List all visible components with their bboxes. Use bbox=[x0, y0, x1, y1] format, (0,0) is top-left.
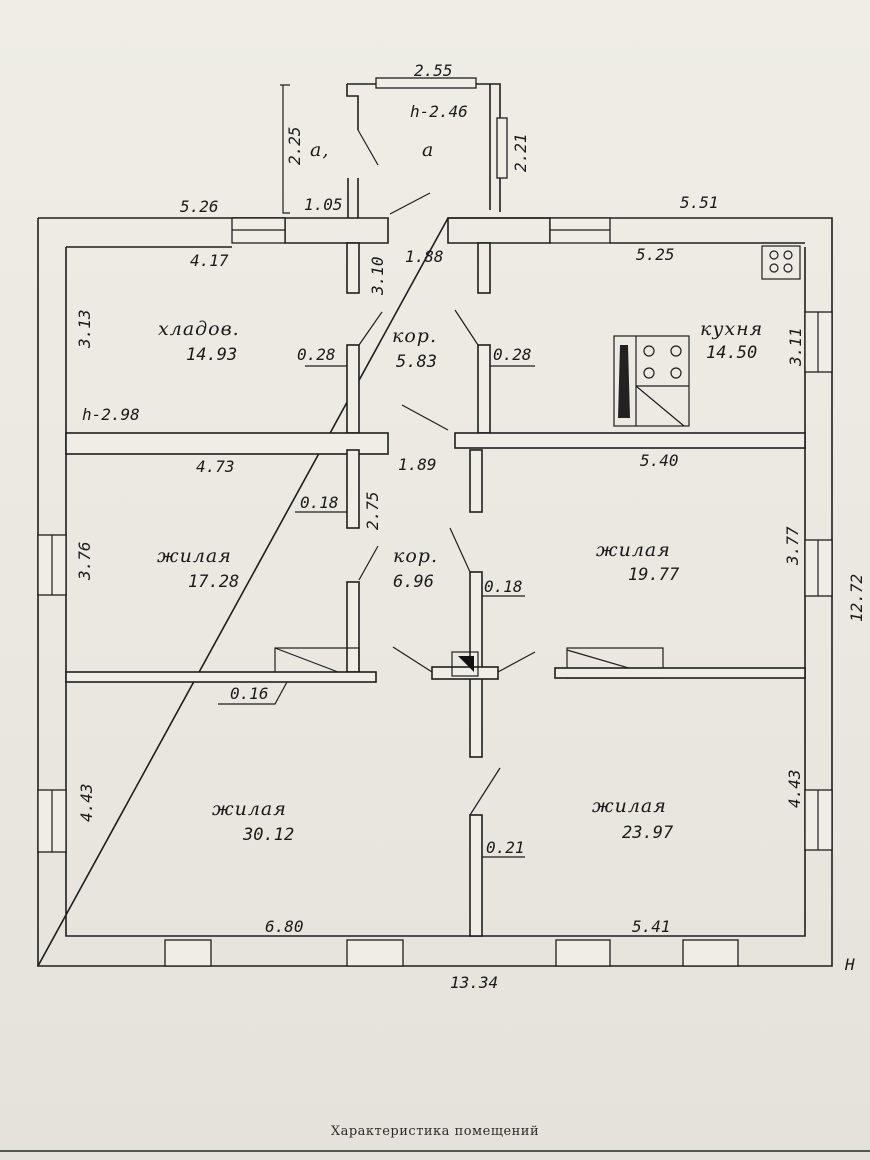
kitchen-fixtures bbox=[613, 245, 801, 427]
porch bbox=[280, 77, 508, 218]
room-area-kitchen: 14.50 bbox=[706, 343, 757, 363]
room-area-corridor-1: 5.83 bbox=[396, 352, 437, 372]
stove-icon bbox=[613, 335, 690, 427]
window-bottom-4 bbox=[682, 939, 739, 967]
dim-porch-height: h-2.46 bbox=[410, 102, 468, 121]
middle-partitions bbox=[65, 449, 806, 937]
room-name-corridor-2: кор. bbox=[393, 545, 438, 567]
upper-partitions bbox=[65, 242, 806, 455]
dim-room-d-443-right: 4.43 bbox=[785, 769, 804, 808]
room-name-living-1: жилая bbox=[157, 545, 232, 567]
room-name-porch: a bbox=[422, 139, 434, 161]
leaders bbox=[218, 365, 535, 858]
exterior-wall-inner bbox=[65, 247, 806, 937]
window-bottom-1 bbox=[164, 939, 212, 967]
dim-wall-021: 0.21 bbox=[486, 838, 525, 857]
dim-wall-016: 0.16 bbox=[230, 684, 269, 703]
room-area-living-2: 19.77 bbox=[628, 565, 680, 585]
dim-top-left: 5.26 bbox=[180, 197, 219, 216]
dim-room-d-377: 3.77 bbox=[783, 526, 802, 566]
bottom-rule bbox=[0, 1150, 870, 1152]
room-name-corridor-1: кор. bbox=[392, 325, 437, 347]
dim-kitchen-depth: 3.11 bbox=[786, 327, 805, 367]
dim-porch-side: 2.21 bbox=[511, 133, 530, 172]
dim-kitchen-width: 5.25 bbox=[636, 245, 675, 264]
room-name-kitchen: кухня bbox=[700, 318, 763, 340]
dim-room-w-540: 5.40 bbox=[640, 451, 679, 470]
dim-storage-width: 4.17 bbox=[190, 251, 229, 270]
dim-wall-028-left: 0.28 bbox=[297, 345, 336, 364]
room-name-living-3: жилая bbox=[212, 798, 287, 820]
dim-corridor-width-2: 1.89 bbox=[398, 455, 437, 474]
room-area-storage: 14.93 bbox=[186, 345, 237, 365]
room-name-living-2: жилая bbox=[596, 539, 671, 561]
room-area-living-4: 23.97 bbox=[622, 823, 674, 843]
dim-corridor-depth: 3.10 bbox=[368, 256, 387, 296]
room-name-storage: хладов. bbox=[158, 318, 240, 340]
wall-storage-bottom bbox=[65, 432, 389, 455]
dim-wall-028-right: 0.28 bbox=[493, 345, 532, 364]
window-bottom-3 bbox=[555, 939, 611, 967]
table-caption: Характеристика помещений bbox=[330, 1124, 540, 1139]
dim-room-w-473: 4.73 bbox=[196, 457, 235, 476]
north-marker: H bbox=[844, 955, 855, 974]
dim-ceiling-height: h-2.98 bbox=[82, 405, 140, 424]
dim-bottom-right: 5.41 bbox=[632, 917, 671, 936]
dim-room-d-443-left: 4.43 bbox=[77, 783, 96, 822]
wall-kitchen-bottom bbox=[454, 432, 806, 449]
room-area-living-1: 17.28 bbox=[188, 572, 239, 592]
dim-corridor-len-2: 2.75 bbox=[363, 491, 382, 530]
dim-corridor-width-1: 1.88 bbox=[405, 247, 444, 266]
chimney bbox=[451, 651, 479, 677]
porch-window-side bbox=[496, 117, 508, 179]
dim-total-depth: 12.72 bbox=[847, 574, 866, 622]
window-bottom-2 bbox=[346, 939, 404, 967]
dim-bottom-left: 6.80 bbox=[265, 917, 304, 936]
wall-middle-right bbox=[554, 667, 806, 679]
dim-porch-width: 2.55 bbox=[414, 61, 453, 80]
wall-middle-left bbox=[65, 671, 377, 683]
dim-veranda-side: 2.25 bbox=[285, 126, 304, 165]
room-area-corridor-2: 6.96 bbox=[393, 572, 434, 592]
room-area-living-3: 30.12 bbox=[242, 825, 294, 845]
dim-porch-link: 1.05 bbox=[304, 195, 343, 214]
side-windows bbox=[37, 311, 833, 967]
dim-total-width: 13.34 bbox=[450, 973, 498, 992]
dim-top-right: 5.51 bbox=[680, 193, 719, 212]
room-name-veranda: a, bbox=[310, 139, 329, 161]
dim-wall-018-right: 0.18 bbox=[484, 577, 523, 596]
dim-wall-018-left: 0.18 bbox=[300, 493, 339, 512]
room-name-living-4: жилая bbox=[592, 795, 667, 817]
top-walls bbox=[66, 217, 805, 248]
porch-window-top bbox=[375, 77, 477, 89]
dim-storage-depth: 3.13 bbox=[75, 309, 94, 349]
dim-room-d-376: 3.76 bbox=[75, 541, 94, 581]
